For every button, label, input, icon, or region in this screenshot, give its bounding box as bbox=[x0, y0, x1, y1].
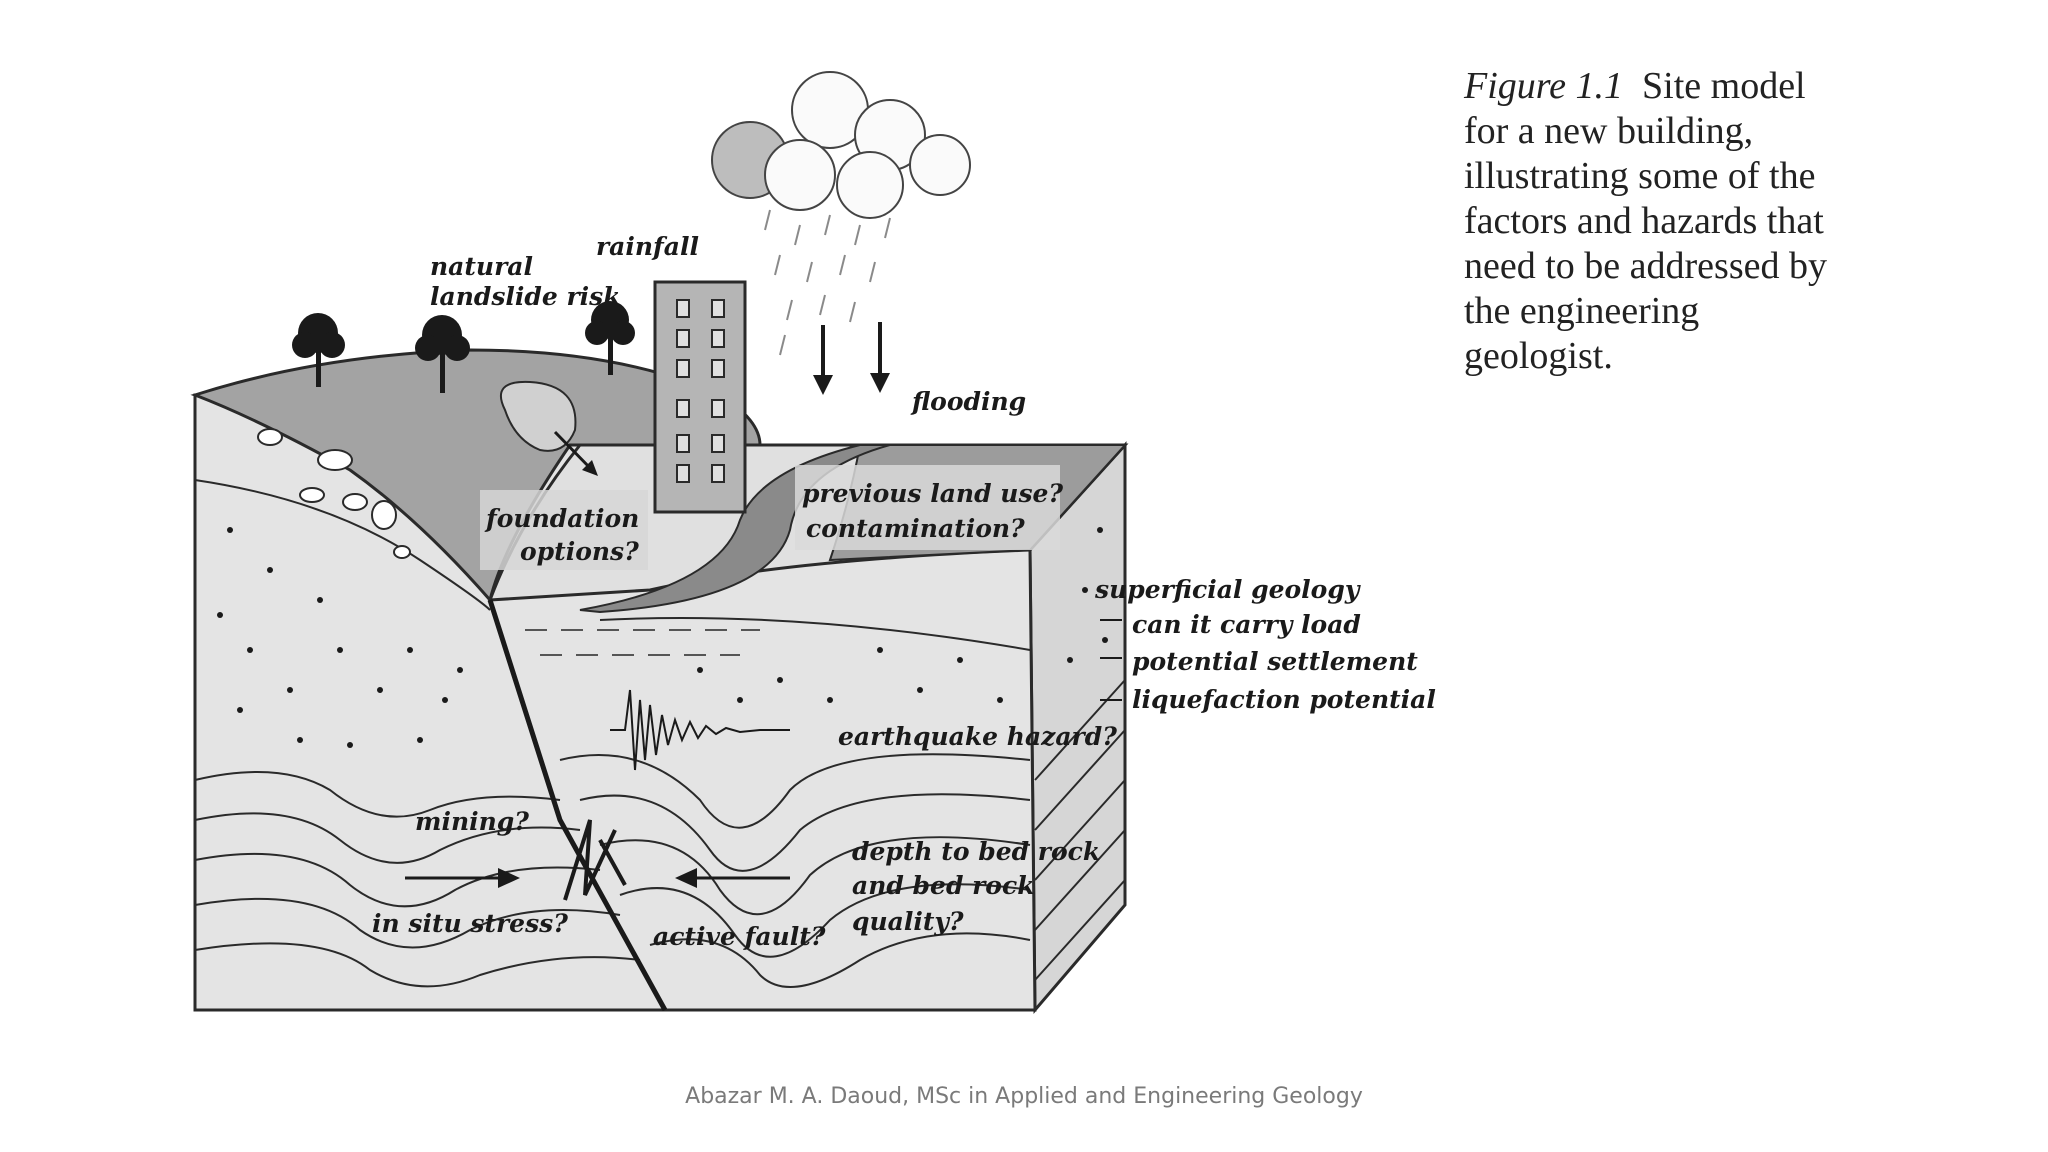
water-table bbox=[525, 629, 760, 656]
label-box bbox=[480, 490, 648, 570]
boulders bbox=[257, 428, 411, 559]
tree-icon bbox=[292, 313, 345, 387]
landslide-arrowhead bbox=[582, 460, 598, 476]
layer-line bbox=[599, 617, 1031, 651]
cloud-icon bbox=[711, 71, 971, 219]
sediment-dots bbox=[217, 527, 1108, 748]
flooding-arrows bbox=[813, 322, 890, 395]
callout-ticks bbox=[1100, 619, 1122, 701]
figure-label: Figure 1.1 bbox=[1464, 65, 1624, 107]
label-depth-to-bed-rock: depth to bed rock and bed rock quality? bbox=[852, 837, 1109, 936]
label-active-fault: active fault? bbox=[653, 922, 826, 951]
stress-arrowhead-left bbox=[498, 868, 520, 888]
label-previous-land-use: previous land use? contamination? bbox=[802, 479, 1072, 543]
rain-icon bbox=[764, 209, 891, 356]
river bbox=[579, 444, 891, 614]
label-in-situ-stress: in situ stress? bbox=[372, 909, 568, 938]
label-rainfall: rainfall bbox=[596, 232, 699, 261]
landslide-arrow bbox=[553, 430, 594, 472]
layer-line bbox=[194, 479, 491, 611]
figure-caption: Figure 1.1 Site model for a new building… bbox=[1464, 64, 1844, 379]
figure-caption-text: Site model for a new building, illustrat… bbox=[1464, 65, 1827, 377]
label-foundation-options: foundation options? bbox=[484, 504, 648, 566]
label-box bbox=[795, 465, 1060, 550]
tree-icon bbox=[585, 301, 635, 375]
slide-footer: Abazar M. A. Daoud, MSc in Applied and E… bbox=[685, 1084, 1363, 1109]
fault-motion-arrows bbox=[563, 819, 627, 901]
label-liquefaction-potential: liquefaction potential bbox=[1132, 685, 1436, 714]
bedrock-layers bbox=[194, 679, 1126, 988]
label-earthquake-hazard: earthquake hazard? bbox=[838, 722, 1117, 751]
building-icon bbox=[653, 280, 747, 514]
tree-icon bbox=[415, 315, 470, 393]
label-can-it-carry-load: can it carry load bbox=[1132, 610, 1361, 639]
label-superficial-geology: superficial geology bbox=[1094, 575, 1361, 604]
label-flooding: flooding bbox=[910, 387, 1026, 416]
label-potential-settlement: potential settlement bbox=[1132, 647, 1418, 676]
label-mining: mining? bbox=[415, 807, 529, 836]
seismogram-icon bbox=[610, 689, 790, 771]
fault-line bbox=[487, 599, 668, 1012]
stress-arrowhead-right bbox=[675, 868, 697, 888]
label-natural-landslide-risk: natural landslide risk bbox=[430, 252, 621, 311]
